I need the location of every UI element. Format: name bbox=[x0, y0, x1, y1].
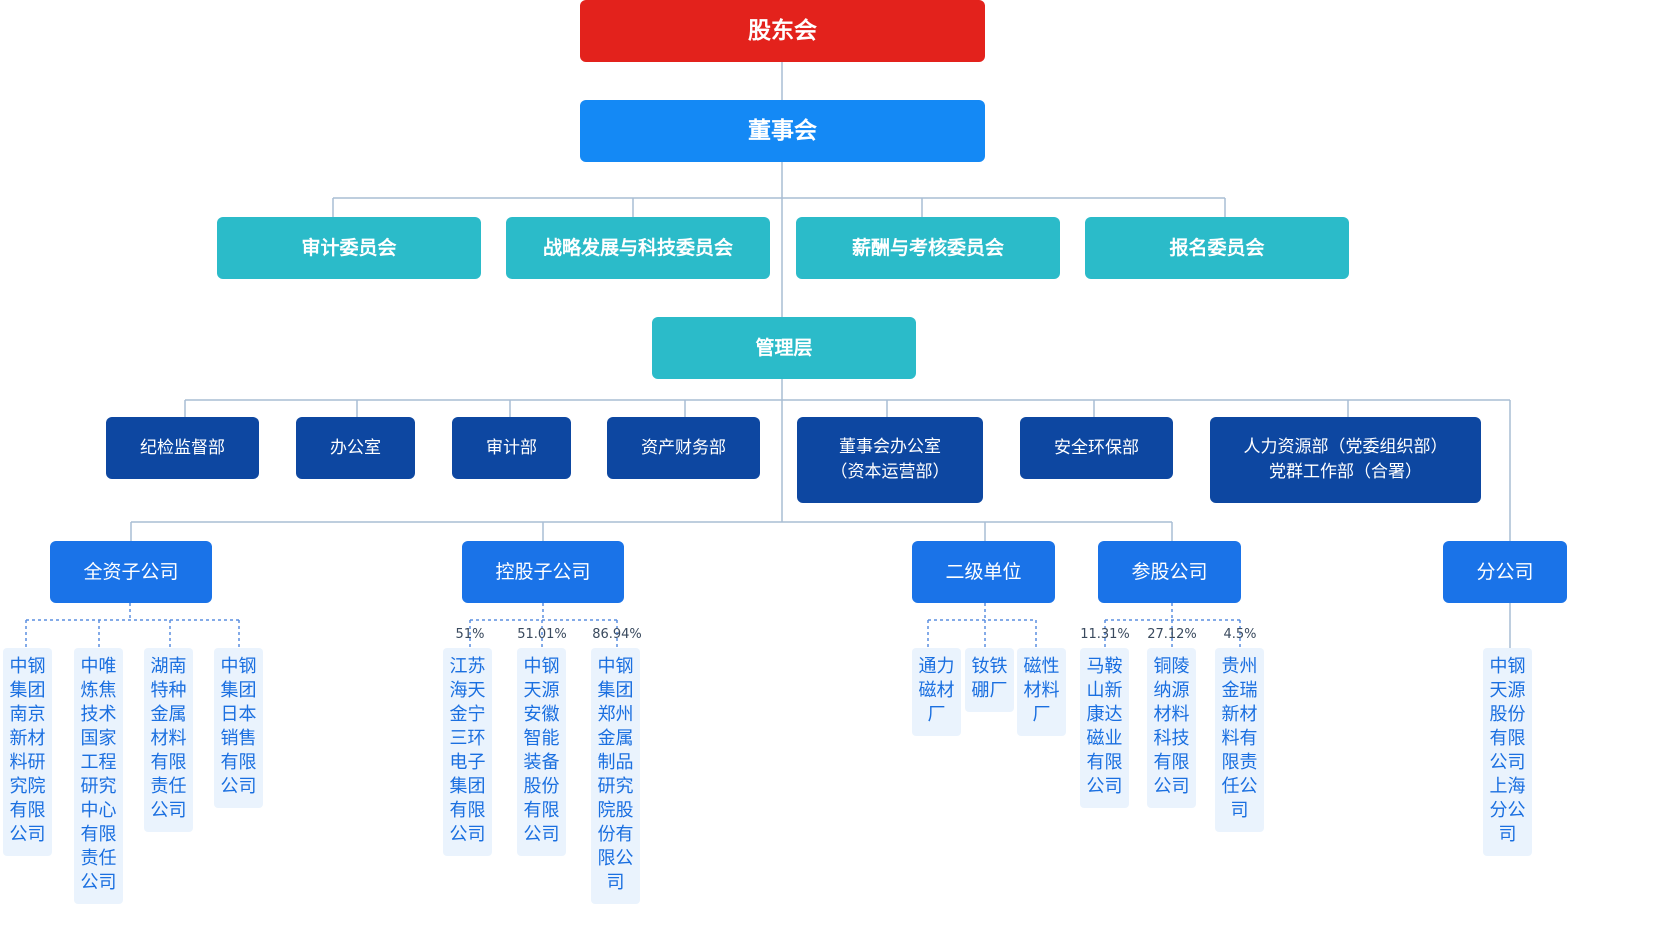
category-box: 参股公司 bbox=[1098, 541, 1241, 603]
category-box: 全资子公司 bbox=[50, 541, 212, 603]
category-box-label: 二级单位 bbox=[945, 560, 1022, 583]
committee-box: 薪酬与考核委员会 bbox=[796, 217, 1060, 279]
company-leaf: 钕铁硼厂 bbox=[965, 648, 1014, 712]
department-box: 办公室 bbox=[296, 417, 415, 479]
company-leaf: 通力磁材厂 bbox=[912, 648, 961, 736]
department-box: 人力资源部（党委组织部） 党群工作部（合署） bbox=[1210, 417, 1481, 503]
company-leaf: 中唯炼焦技术国家工程研究中心有限责任公司 bbox=[74, 648, 123, 904]
category-box-label: 控股子公司 bbox=[495, 560, 591, 583]
share-percentage: 11.31% bbox=[1080, 627, 1130, 642]
board-box: 董事会 bbox=[580, 100, 985, 162]
category-box-label: 分公司 bbox=[1476, 560, 1534, 583]
department-box-label: 人力资源部（党委组织部） bbox=[1243, 437, 1448, 457]
company-leaf-label: 湖南特种金属材料有限责任公司 bbox=[150, 656, 187, 821]
share-percentage: 27.12% bbox=[1147, 627, 1197, 642]
committee-box: 审计委员会 bbox=[217, 217, 481, 279]
category-box: 二级单位 bbox=[912, 541, 1055, 603]
management-box-label: 管理层 bbox=[755, 336, 813, 359]
committee-box: 战略发展与科技委员会 bbox=[506, 217, 770, 279]
company-leaf: 中钢集团郑州金属制品研究院股份有限公司 bbox=[591, 648, 640, 904]
company-leaf-label: 通力磁材厂 bbox=[918, 656, 955, 725]
committee-box-label: 报名委员会 bbox=[1169, 236, 1265, 259]
category-box: 控股子公司 bbox=[462, 541, 624, 603]
board-box-label: 董事会 bbox=[748, 117, 817, 144]
company-leaf-label: 中钢天源股份有限公司上海分公司 bbox=[1489, 656, 1526, 845]
company-leaf-label: 贵州金瑞新材料有限责任公司 bbox=[1221, 656, 1258, 821]
department-box: 董事会办公室 （资本运营部） bbox=[797, 417, 983, 503]
committee-box-label: 审计委员会 bbox=[301, 236, 397, 259]
department-box-label: 办公室 bbox=[330, 437, 381, 458]
company-leaf-label: 钕铁硼厂 bbox=[971, 656, 1008, 701]
committee-box-label: 薪酬与考核委员会 bbox=[851, 236, 1004, 259]
company-leaf: 中钢天源股份有限公司上海分公司 bbox=[1483, 648, 1532, 856]
company-leaf: 湖南特种金属材料有限责任公司 bbox=[144, 648, 193, 832]
company-leaf-label: 中钢集团日本销售有限公司 bbox=[220, 656, 257, 797]
company-leaf: 磁性材料厂 bbox=[1017, 648, 1066, 736]
department-box-label: 审计部 bbox=[486, 437, 537, 458]
company-leaf-label: 中唯炼焦技术国家工程研究中心有限责任公司 bbox=[80, 656, 117, 893]
share-percentage: 86.94% bbox=[592, 627, 642, 642]
department-box-label: 党群工作部（合署） bbox=[1269, 462, 1422, 482]
company-leaf: 江苏海天金宁三环电子集团有限公司 bbox=[443, 648, 492, 856]
department-box-label: 纪检监督部 bbox=[140, 437, 225, 458]
category-box-label: 全资子公司 bbox=[83, 560, 179, 583]
company-leaf-label: 中钢集团南京新材料研究院有限公司 bbox=[9, 656, 46, 845]
company-leaf: 中钢天源安徽智能装备股份有限公司 bbox=[517, 648, 566, 856]
company-leaf-label: 磁性材料厂 bbox=[1023, 656, 1060, 725]
department-box: 资产财务部 bbox=[607, 417, 760, 479]
company-leaf-label: 中钢集团郑州金属制品研究院股份有限公司 bbox=[597, 656, 634, 893]
share-percentage: 51% bbox=[455, 627, 485, 642]
company-leaf-label: 铜陵纳源材料科技有限公司 bbox=[1153, 656, 1190, 797]
share-percentage: 51.01% bbox=[517, 627, 567, 642]
committee-box-label: 战略发展与科技委员会 bbox=[542, 236, 733, 259]
department-box: 纪检监督部 bbox=[106, 417, 259, 479]
company-leaf: 马鞍山新康达磁业有限公司 bbox=[1080, 648, 1129, 808]
company-leaf: 贵州金瑞新材料有限责任公司 bbox=[1215, 648, 1264, 832]
category-box-label: 参股公司 bbox=[1131, 560, 1208, 583]
category-box: 分公司 bbox=[1443, 541, 1567, 603]
department-box-label: 资产财务部 bbox=[641, 437, 726, 458]
company-leaf: 中钢集团南京新材料研究院有限公司 bbox=[3, 648, 52, 856]
company-leaf-label: 中钢天源安徽智能装备股份有限公司 bbox=[523, 656, 560, 845]
department-box: 安全环保部 bbox=[1020, 417, 1173, 479]
department-box: 审计部 bbox=[452, 417, 571, 479]
company-leaf-label: 马鞍山新康达磁业有限公司 bbox=[1086, 656, 1123, 797]
shareholders-box-label: 股东会 bbox=[748, 17, 817, 44]
management-box: 管理层 bbox=[652, 317, 916, 379]
shareholders-box: 股东会 bbox=[580, 0, 985, 62]
department-box-label: （资本运营部） bbox=[830, 462, 950, 482]
company-leaf: 铜陵纳源材料科技有限公司 bbox=[1147, 648, 1196, 808]
committee-box: 报名委员会 bbox=[1085, 217, 1349, 279]
department-box-label: 安全环保部 bbox=[1054, 437, 1139, 458]
company-leaf: 中钢集团日本销售有限公司 bbox=[214, 648, 263, 808]
share-percentage: 4.5% bbox=[1223, 627, 1257, 642]
department-box-label: 董事会办公室 bbox=[839, 437, 941, 457]
company-leaf-label: 江苏海天金宁三环电子集团有限公司 bbox=[449, 656, 486, 845]
